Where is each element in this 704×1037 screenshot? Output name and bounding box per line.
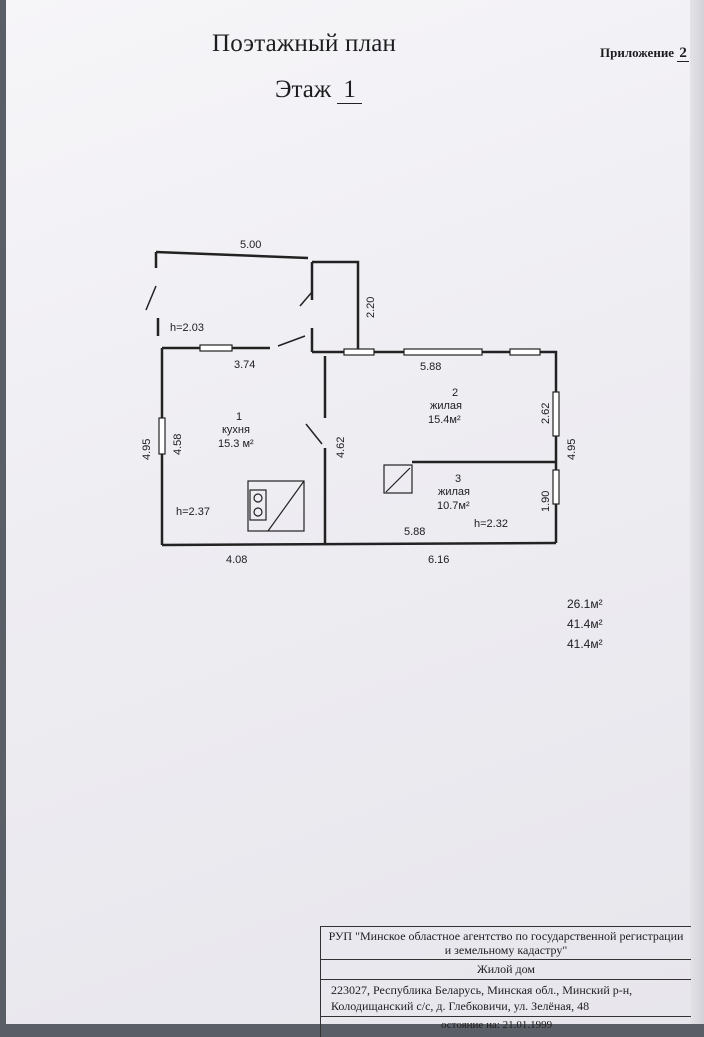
cooktop: [249, 489, 267, 521]
appendix-label: Приложение 2: [600, 45, 689, 62]
wall-porch-top: [155, 250, 309, 260]
wall-porch-right: [312, 260, 360, 350]
area-summary: 26.1м² 41.4м² 41.4м²: [567, 594, 603, 654]
dim-room2-right: 2.62: [540, 403, 552, 424]
window: [552, 391, 560, 437]
room3-number: 3: [455, 473, 461, 485]
dim-room3-right: 1.90: [540, 491, 552, 512]
room3-area: 10.7м²: [437, 500, 470, 512]
room3-name: жилая: [438, 486, 470, 498]
dim-room3-bottom: 5.88: [404, 526, 425, 538]
area-value: 26.1м²: [567, 597, 603, 611]
title-block: РУП "Минское областное агентство по госу…: [320, 926, 691, 1037]
stove-diagonal: [267, 480, 305, 532]
room2-number: 2: [452, 387, 458, 399]
document-sheet: [6, 0, 704, 1024]
dim-kitchen-top: 3.74: [234, 359, 255, 371]
window: [343, 348, 375, 356]
dim-room2-top: 5.88: [420, 361, 441, 373]
room3-stove-diagonal: [385, 467, 411, 493]
room1-number: 1: [236, 411, 242, 423]
dim-kitchen-ceiling: h=2.37: [176, 506, 210, 518]
dim-bottom-left: 4.08: [226, 554, 247, 566]
area-value: 41.4м²: [567, 617, 603, 631]
burner: [253, 493, 263, 503]
floor-label: Этаж 1: [275, 76, 362, 104]
window: [199, 344, 233, 352]
dim-porch-height: 2.20: [365, 297, 377, 318]
stove: [247, 480, 305, 532]
room1-name: кухня: [222, 424, 250, 436]
stamp-organization: РУП "Минское областное агентство по госу…: [321, 927, 691, 960]
window: [158, 417, 166, 455]
room2-name: жилая: [430, 400, 462, 412]
appendix-label-text: Приложение: [600, 45, 675, 60]
area-value: 41.4м²: [567, 637, 603, 651]
wall-room2-top: [312, 350, 558, 543]
appendix-number: 2: [677, 45, 689, 62]
burner: [253, 507, 263, 517]
porch-door: [145, 285, 157, 311]
dim-room3-ceiling: h=2.32: [474, 518, 508, 530]
dim-top-width: 5.00: [240, 239, 261, 251]
dim-ceiling-hall: h=2.03: [170, 322, 204, 334]
kitchen-door: [277, 335, 306, 347]
stamp-object: Жилой дом: [321, 960, 691, 980]
dim-partition: 4.62: [335, 437, 347, 458]
page-title: Поэтажный план: [212, 30, 397, 57]
floor-number: 1: [337, 76, 362, 104]
room3-stove: [383, 464, 413, 494]
paper-fold: [690, 0, 704, 1024]
partition-door: [305, 423, 323, 445]
stamp-address: 223027, Республика Беларусь, Минская обл…: [321, 980, 691, 1017]
room2-area: 15.4м²: [428, 414, 461, 426]
dim-right-outer: 4.95: [566, 439, 578, 460]
wall-bottom: [161, 541, 557, 547]
window: [552, 469, 560, 505]
hall-door: [299, 291, 313, 307]
floor-label-text: Этаж: [275, 76, 332, 103]
dim-left-outer: 4.95: [141, 439, 153, 460]
dim-bottom-right: 6.16: [428, 554, 449, 566]
room1-area: 15.3 м²: [218, 438, 254, 450]
window: [509, 348, 541, 356]
window: [403, 348, 483, 356]
stamp-date: остояние на: 21.01.1999: [441, 1019, 553, 1029]
dim-left-inner: 4.58: [172, 434, 184, 455]
